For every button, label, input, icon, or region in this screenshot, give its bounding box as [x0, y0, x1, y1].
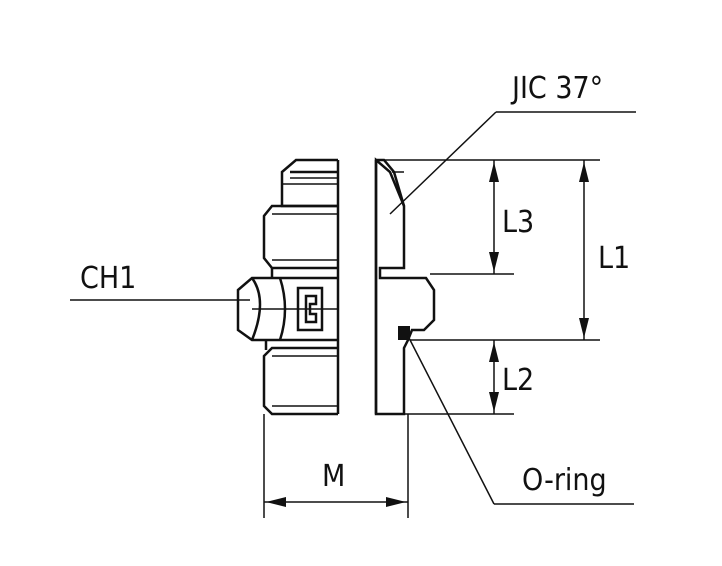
jic-label: JIC 37° — [510, 71, 603, 106]
fitting-exterior — [236, 158, 340, 416]
fitting-section — [374, 157, 436, 416]
m-label: M — [322, 459, 345, 494]
oring-label: O-ring — [522, 463, 607, 498]
dimension-lines — [70, 111, 636, 518]
ch1-label: CH1 — [80, 261, 136, 296]
l2-label: L2 — [502, 363, 534, 398]
l1-label: L1 — [598, 241, 630, 276]
l3-label: L3 — [502, 205, 534, 240]
o-ring-seal — [398, 326, 410, 340]
